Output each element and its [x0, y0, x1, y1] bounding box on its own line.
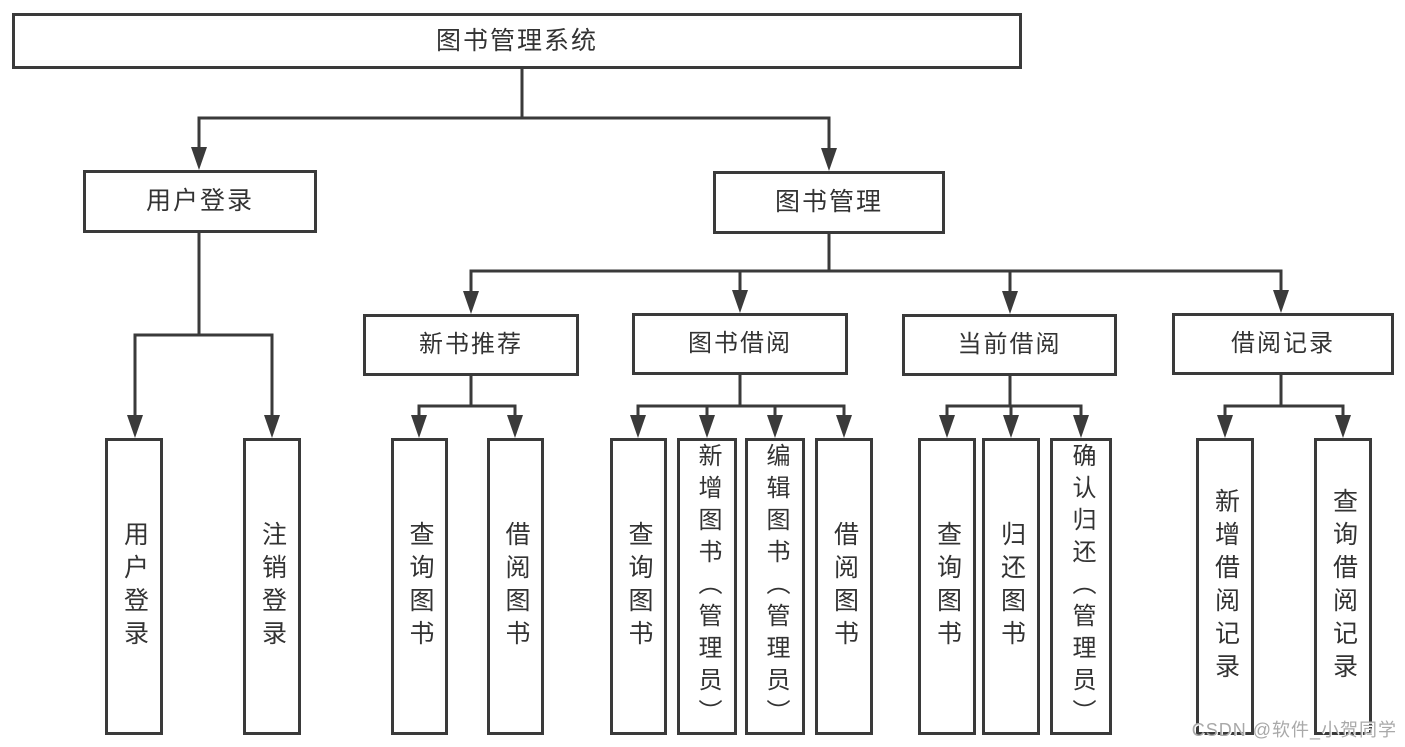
- node-label: 借阅图书: [830, 520, 859, 653]
- node-book-borrow: 图书借阅: [632, 313, 848, 375]
- node-label: 新书推荐: [419, 331, 523, 358]
- arrowhead-down-icon: [191, 147, 207, 170]
- node-label: 查询图书: [406, 520, 434, 653]
- node-label: 图书管理系统: [435, 26, 598, 55]
- node-leaf-user-login: 用户登录: [105, 438, 163, 735]
- node-user-login: 用户登录: [83, 170, 317, 233]
- arrowhead-down-icon: [1273, 290, 1289, 313]
- node-leaf-return-book: 归还图书: [982, 438, 1040, 735]
- arrowhead-down-icon: [507, 415, 523, 438]
- node-leaf-add-book-admin: 新增图书（管理员）: [677, 438, 737, 735]
- node-label: 注销登录: [258, 520, 287, 653]
- node-leaf-query-book-1: 查询图书: [391, 438, 448, 735]
- arrowhead-down-icon: [630, 415, 646, 438]
- node-leaf-query-book-3: 查询图书: [918, 438, 976, 735]
- node-label: 当前借阅: [957, 331, 1062, 358]
- node-borrow-record: 借阅记录: [1172, 313, 1394, 375]
- node-label: 新增借阅记录: [1211, 487, 1240, 686]
- node-new-book-rec: 新书推荐: [363, 314, 579, 376]
- node-label: 新增图书（管理员）: [694, 442, 721, 731]
- arrowhead-down-icon: [1217, 415, 1233, 438]
- arrowhead-down-icon: [732, 290, 748, 313]
- arrowhead-down-icon: [127, 415, 143, 438]
- arrowhead-down-icon: [1003, 415, 1019, 438]
- node-leaf-query-book-2: 查询图书: [610, 438, 667, 735]
- node-leaf-add-record: 新增借阅记录: [1196, 438, 1254, 735]
- arrowhead-down-icon: [463, 291, 479, 314]
- arrowhead-down-icon: [836, 415, 852, 438]
- node-label: 归还图书: [997, 520, 1026, 653]
- node-label: 图书借阅: [688, 330, 792, 357]
- node-label: 借阅图书: [502, 520, 530, 653]
- node-leaf-query-record: 查询借阅记录: [1314, 438, 1372, 735]
- node-label: 确认归还（管理员）: [1068, 442, 1095, 731]
- node-leaf-edit-book-admin: 编辑图书（管理员）: [745, 438, 805, 735]
- node-label: 编辑图书（管理员）: [762, 442, 789, 731]
- node-label: 图书管理: [774, 188, 883, 216]
- arrowhead-down-icon: [411, 415, 427, 438]
- node-root: 图书管理系统: [12, 13, 1022, 69]
- node-label: 借阅记录: [1231, 330, 1335, 357]
- arrowhead-down-icon: [939, 415, 955, 438]
- arrowhead-down-icon: [767, 415, 783, 438]
- arrowhead-down-icon: [264, 415, 280, 438]
- node-leaf-borrow-book-1: 借阅图书: [487, 438, 544, 735]
- watermark: CSDN @软件_小贺同学: [1191, 720, 1397, 740]
- node-label: 用户登录: [120, 520, 149, 653]
- arrowhead-down-icon: [1335, 415, 1351, 438]
- arrowhead-down-icon: [1073, 415, 1089, 438]
- arrowhead-down-icon: [1002, 291, 1018, 314]
- node-current-borrow: 当前借阅: [902, 314, 1117, 376]
- node-leaf-logout: 注销登录: [243, 438, 301, 735]
- node-book-mgmt: 图书管理: [713, 171, 945, 234]
- node-label: 查询图书: [933, 520, 962, 653]
- arrowhead-down-icon: [699, 415, 715, 438]
- node-label: 查询借阅记录: [1329, 487, 1358, 686]
- node-label: 用户登录: [145, 187, 254, 215]
- node-label: 查询图书: [625, 520, 653, 653]
- node-leaf-confirm-return: 确认归还（管理员）: [1050, 438, 1112, 735]
- node-leaf-borrow-book-2: 借阅图书: [815, 438, 873, 735]
- arrowhead-down-icon: [821, 148, 837, 171]
